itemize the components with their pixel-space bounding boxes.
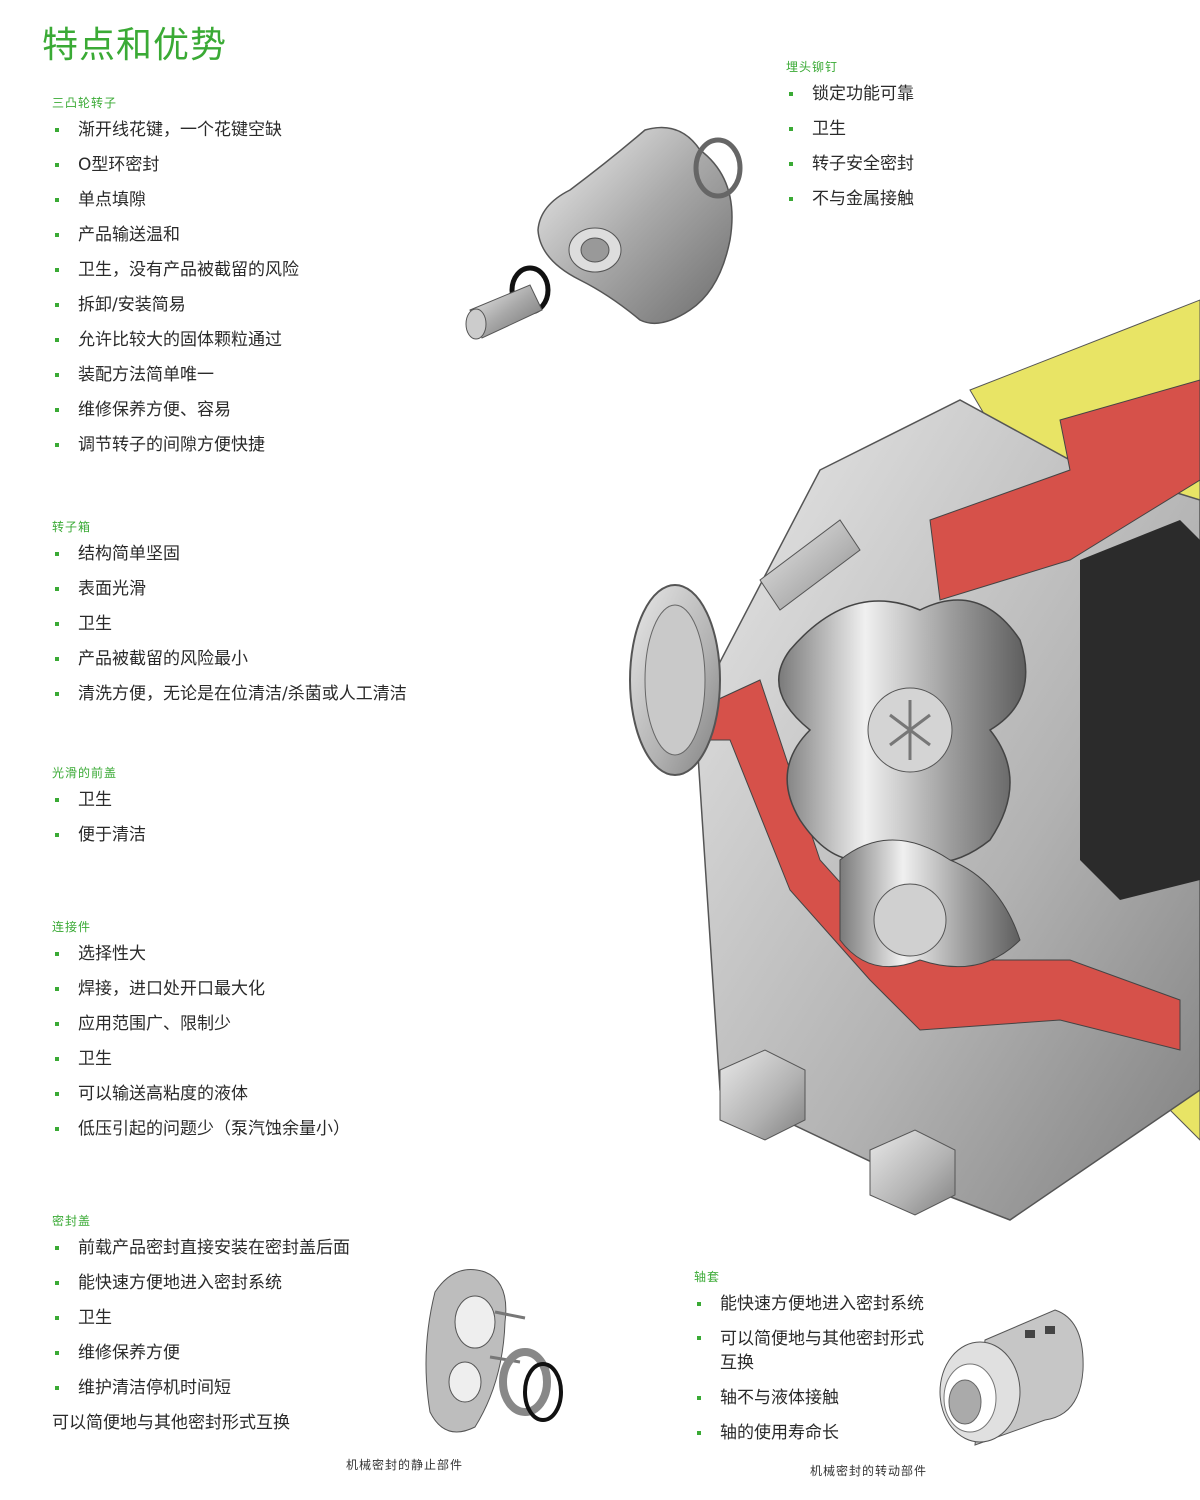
bullet-list: 前载产品密封直接安装在密封盖后面 能快速方便地进入密封系统 卫生 维修保养方便 … xyxy=(52,1231,432,1406)
section-seal-cover: 密封盖 前载产品密封直接安装在密封盖后面 能快速方便地进入密封系统 卫生 维修保… xyxy=(52,1212,432,1440)
list-item: 应用范围广、限制少 xyxy=(52,1007,492,1042)
list-item: 焊接，进口处开口最大化 xyxy=(52,972,492,1007)
list-item: 卫生 xyxy=(52,783,472,818)
list-item: 渐开线花键，一个花键空缺 xyxy=(52,113,472,148)
list-item: 表面光滑 xyxy=(52,572,532,607)
list-item: 结构简单坚固 xyxy=(52,537,532,572)
list-item: 维修保养方便、容易 xyxy=(52,393,472,428)
bullet-list: 结构简单坚固 表面光滑 卫生 产品被截留的风险最小 清洗方便，无论是在位清洁/杀… xyxy=(52,537,532,712)
list-item: 轴不与液体接触 xyxy=(694,1381,964,1416)
section-rotor-case: 转子箱 结构简单坚固 表面光滑 卫生 产品被截留的风险最小 清洗方便，无论是在位… xyxy=(52,518,532,712)
list-item: 维护清洁停机时间短 xyxy=(52,1371,432,1406)
list-item: 能快速方便地进入密封系统 xyxy=(52,1266,432,1301)
bullet-list: 渐开线花键，一个花键空缺 O型环密封 单点填隙 产品输送温和 卫生，没有产品被截… xyxy=(52,113,472,463)
rotor-illustration xyxy=(465,126,743,340)
list-item: 清洗方便，无论是在位清洁/杀菌或人工清洁 xyxy=(52,677,532,712)
list-item: 可以输送高粘度的液体 xyxy=(52,1077,492,1112)
section-heading: 埋头铆钉 xyxy=(786,60,839,74)
list-item: 拆卸/安装简易 xyxy=(52,288,472,323)
section-shaft-sleeve: 轴套 能快速方便地进入密封系统 可以简便地与其他密封形式互换 轴不与液体接触 轴… xyxy=(694,1268,964,1451)
list-item: 能快速方便地进入密封系统 xyxy=(694,1287,964,1322)
list-item: O型环密封 xyxy=(52,148,472,183)
list-item: 选择性大 xyxy=(52,937,492,972)
list-item: 卫生 xyxy=(52,1042,492,1077)
section-rivet: 埋头铆钉 锁定功能可靠 卫生 转子安全密封 不与金属接触 xyxy=(786,58,1166,217)
section-front-cover: 光滑的前盖 卫生 便于清洁 xyxy=(52,764,472,853)
page-title: 特点和优势 xyxy=(42,25,228,66)
pump-cutaway-illustration xyxy=(629,299,1200,1221)
caption-rotating-seal: 机械密封的转动部件 xyxy=(810,1464,928,1478)
list-item: 装配方法简单唯一 xyxy=(52,358,472,393)
list-item: 不与金属接触 xyxy=(786,182,1166,217)
list-item: 允许比较大的固体颗粒通过 xyxy=(52,323,472,358)
list-item: 便于清洁 xyxy=(52,818,472,853)
list-item: 卫生 xyxy=(786,112,1166,147)
section-heading: 密封盖 xyxy=(52,1214,92,1228)
section-heading: 三凸轮转子 xyxy=(52,96,118,110)
section-heading: 转子箱 xyxy=(52,520,92,534)
list-item: 卫生 xyxy=(52,1301,432,1336)
list-item: 调节转子的间隙方便快捷 xyxy=(52,428,472,463)
list-item: 锁定功能可靠 xyxy=(786,77,1166,112)
bullet-list: 卫生 便于清洁 xyxy=(52,783,472,853)
bullet-list: 能快速方便地进入密封系统 可以简便地与其他密封形式互换 轴不与液体接触 轴的使用… xyxy=(694,1287,964,1451)
section-heading: 轴套 xyxy=(694,1270,721,1284)
bullet-list: 选择性大 焊接，进口处开口最大化 应用范围广、限制少 卫生 可以输送高粘度的液体… xyxy=(52,937,492,1147)
section-connections: 连接件 选择性大 焊接，进口处开口最大化 应用范围广、限制少 卫生 可以输送高粘… xyxy=(52,918,492,1147)
list-item: 卫生，没有产品被截留的风险 xyxy=(52,253,472,288)
section-heading: 光滑的前盖 xyxy=(52,766,118,780)
list-item: 转子安全密封 xyxy=(786,147,1166,182)
bullet-list: 锁定功能可靠 卫生 转子安全密封 不与金属接触 xyxy=(786,77,1166,217)
list-item: 可以简便地与其他密封形式互换 xyxy=(694,1322,940,1381)
list-item: 轴的使用寿命长 xyxy=(694,1416,964,1451)
list-item: 产品输送温和 xyxy=(52,218,472,253)
stationary-seal-illustration xyxy=(425,1269,563,1433)
caption-stationary-seal: 机械密封的静止部件 xyxy=(346,1458,464,1472)
section-rotor: 三凸轮转子 渐开线花键，一个花键空缺 O型环密封 单点填隙 产品输送温和 卫生，… xyxy=(52,94,472,463)
list-item: 前载产品密封直接安装在密封盖后面 xyxy=(52,1231,432,1266)
rotating-seal-illustration xyxy=(939,1309,1084,1446)
list-item: 低压引起的问题少（泵汽蚀余量小） xyxy=(52,1112,492,1147)
list-item: 维修保养方便 xyxy=(52,1336,432,1371)
list-item: 单点填隙 xyxy=(52,183,472,218)
list-item: 产品被截留的风险最小 xyxy=(52,642,532,677)
section-heading: 连接件 xyxy=(52,920,92,934)
seal-cover-extra-line: 可以简便地与其他密封形式互换 xyxy=(52,1413,290,1433)
list-item: 卫生 xyxy=(52,607,532,642)
